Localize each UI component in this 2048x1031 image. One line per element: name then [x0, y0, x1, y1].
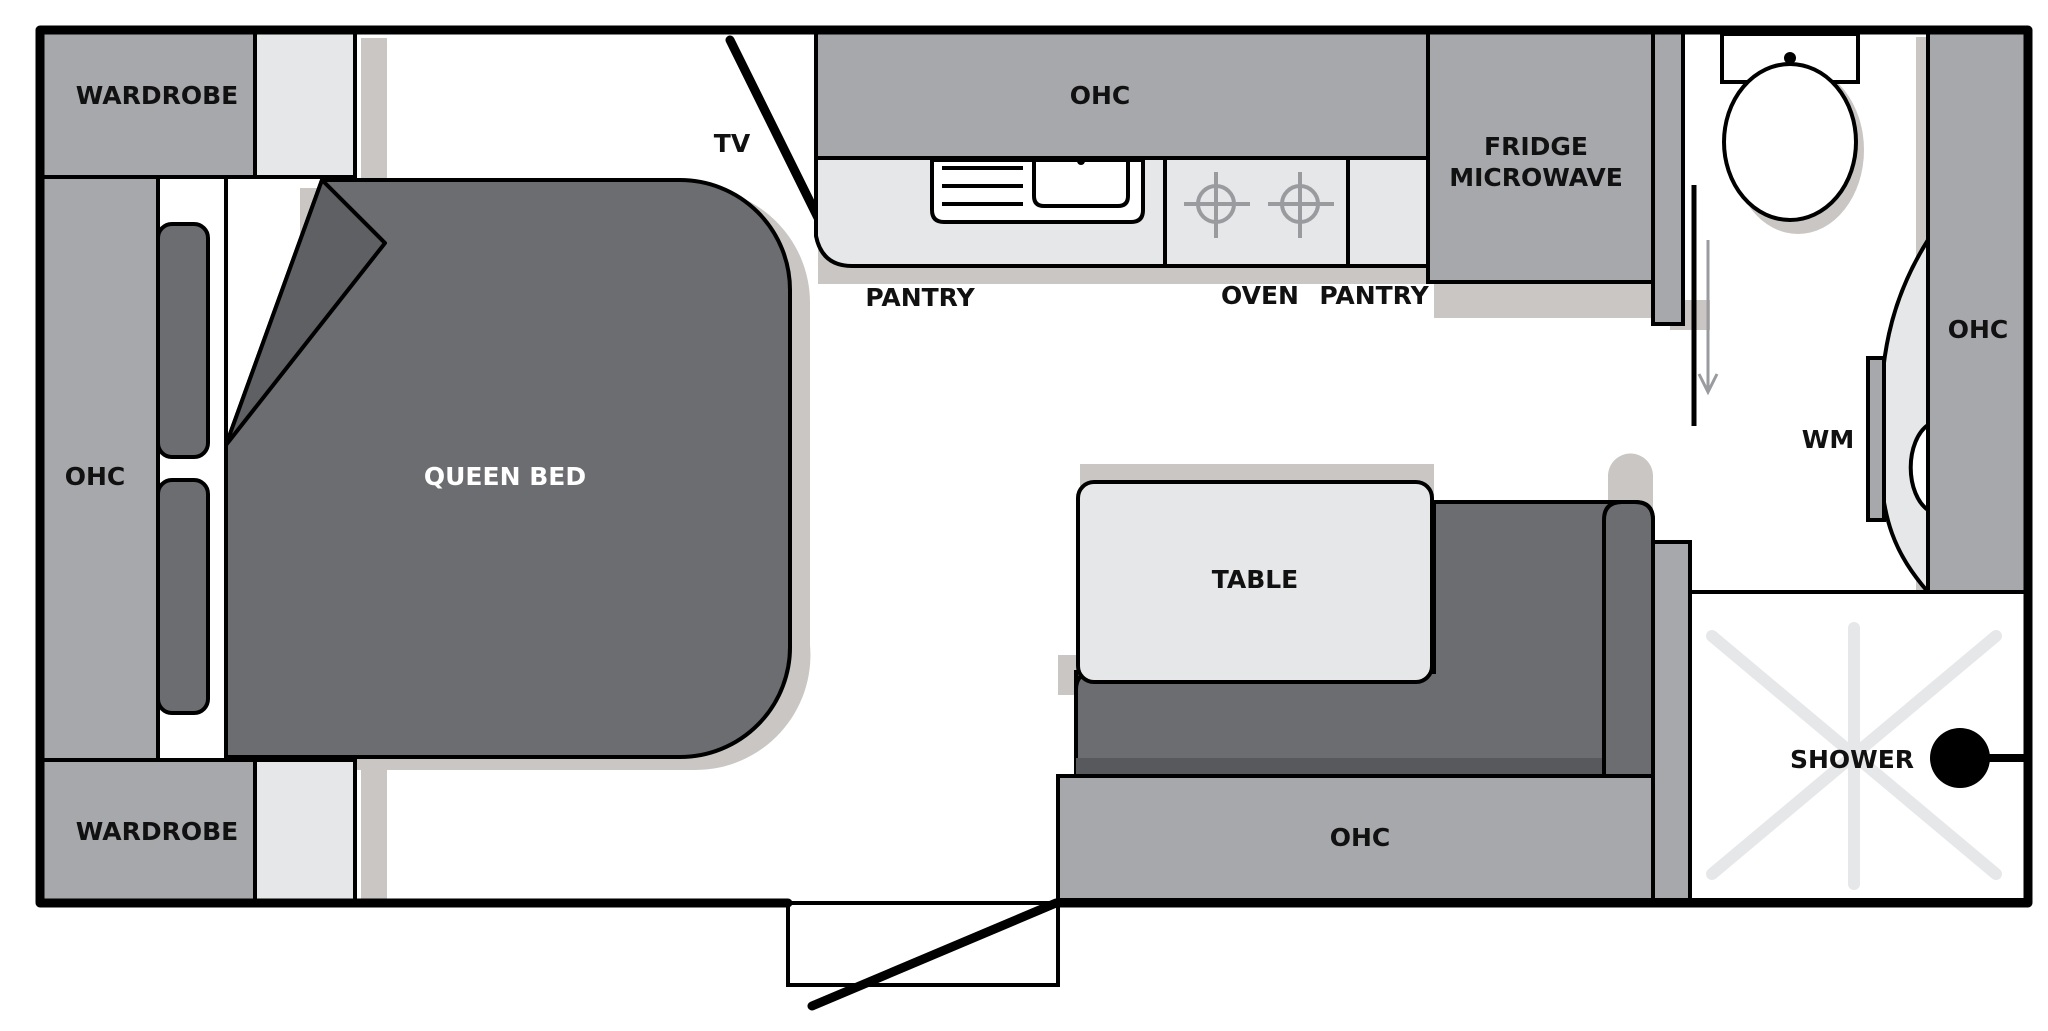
shower-label: SHOWER	[1790, 745, 1914, 774]
dinette-seat-shade	[1076, 758, 1653, 776]
ohc-top	[814, 28, 1430, 160]
ohc-right	[1926, 28, 2030, 594]
queen-bed-label: QUEEN BED	[424, 462, 586, 491]
wardrobe-top-label: WARDROBE	[76, 81, 238, 110]
pantry-right-label: PANTRY	[1319, 281, 1429, 310]
bathroom-vanity	[1877, 233, 1930, 598]
shower-floor-pattern	[1706, 622, 2002, 890]
ohc-bottom-label: OHC	[1330, 823, 1391, 852]
oven-label: OVEN	[1221, 281, 1299, 310]
wardrobe-bottom-label: WARDROBE	[76, 817, 238, 846]
entry-door[interactable]	[807, 898, 1061, 1011]
washbasin-bowl	[1908, 423, 1930, 512]
shower-drain-icon	[1930, 728, 2030, 788]
door-swing-arrow-icon	[1697, 240, 1719, 396]
queen-bed	[224, 178, 793, 759]
toilet-icon	[1720, 32, 1860, 222]
fridge-label: FRIDGE	[1484, 132, 1588, 161]
washing-machine	[1866, 356, 1886, 522]
ohc-top-label: OHC	[1070, 81, 1131, 110]
dinette-partition	[1651, 540, 1692, 902]
bedside-cabinet-top	[156, 222, 210, 459]
ohc-right-label: OHC	[1948, 315, 2009, 344]
pantry-left-label: PANTRY	[865, 283, 975, 312]
tv-arm	[725, 35, 833, 243]
bed-folded-corner	[224, 178, 387, 447]
ohc-bottom	[1056, 774, 1655, 902]
tv-label: TV	[714, 129, 751, 158]
bedside-cabinet-bottom	[156, 478, 210, 715]
sink-icon	[930, 157, 1145, 224]
microwave-label: MICROWAVE	[1449, 163, 1623, 192]
wardrobe-bottom-aisle	[253, 758, 357, 905]
wm-label: WM	[1802, 425, 1854, 454]
bathroom-partition	[1651, 28, 1685, 326]
outer-walls	[35, 25, 2033, 908]
dinette-table	[1076, 480, 1434, 684]
table-label: TABLE	[1212, 565, 1299, 594]
cooktop-burner-icon	[1184, 172, 1334, 238]
ohc-left-label: OHC	[65, 462, 126, 491]
dinette-backrest	[1602, 500, 1655, 778]
wardrobe-top-aisle	[253, 28, 357, 179]
